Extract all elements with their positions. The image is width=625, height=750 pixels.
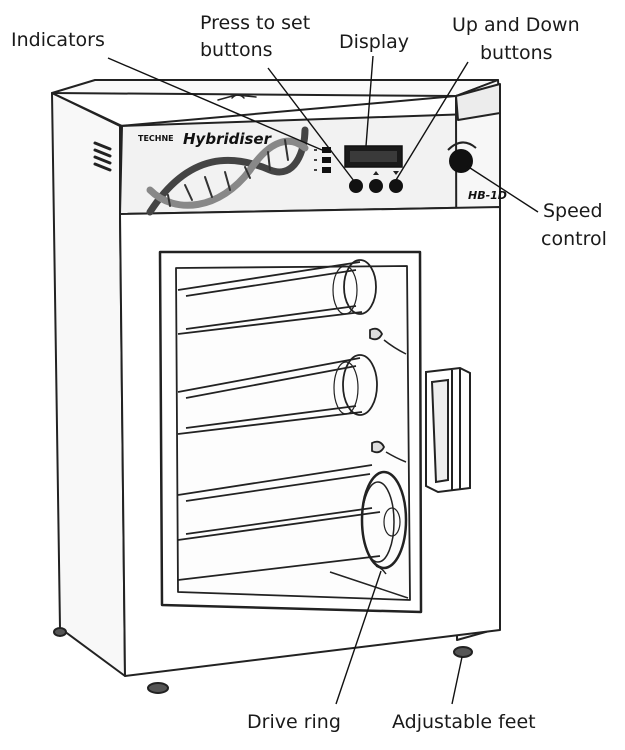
vent-slots [93,141,112,172]
label-display: Display [339,31,410,53]
label-speed-line1: Speed [543,200,603,222]
cabinet-top [51,79,499,97]
hybridisation-bottles [177,259,409,599]
callout-line-indicators [107,57,323,151]
up-button [369,179,383,193]
callout-line-adjustable-feet [451,656,463,705]
speed-control-knob [449,149,473,173]
press-to-set-button [349,179,363,193]
door-handle [425,366,471,494]
callout-line-up-down [395,61,469,181]
door-window [175,265,411,601]
brand-text: TECHNE [138,134,174,143]
product-name-text: Hybridiser [183,130,273,148]
bottle-1 [177,259,407,355]
callout-line-speed [466,165,539,213]
indicator-light-1 [322,147,331,153]
callout-line-display [365,55,374,147]
foot-front-right [453,646,473,658]
foot-back-left [53,627,67,637]
label-speed-line2: control [541,228,607,250]
cabinet-left-face [51,92,126,677]
callout-line-drive-ring [335,570,382,705]
model-text: HB-1D [468,189,507,202]
label-press-to-set-line1: Press to set [200,12,311,34]
indicator-lights [322,147,331,173]
label-indicators: Indicators [11,29,105,51]
label-adjustable-feet: Adjustable feet [392,711,536,733]
control-panel [119,112,501,215]
label-press-to-set-line2: buttons [200,39,273,61]
label-up-down-line2: buttons [480,42,553,64]
bottle-3 [177,464,409,599]
label-drive-ring: Drive ring [247,711,341,733]
foot-front-left [147,682,169,694]
down-button [389,179,403,193]
indicator-light-2 [322,157,331,163]
indicator-light-3 [322,167,331,173]
callout-line-press-to-set [267,67,355,182]
callout-lines [107,55,539,705]
bottle-2 [177,354,407,463]
label-up-down-line1: Up and Down [452,14,580,36]
dna-helix-graphic [146,126,309,216]
